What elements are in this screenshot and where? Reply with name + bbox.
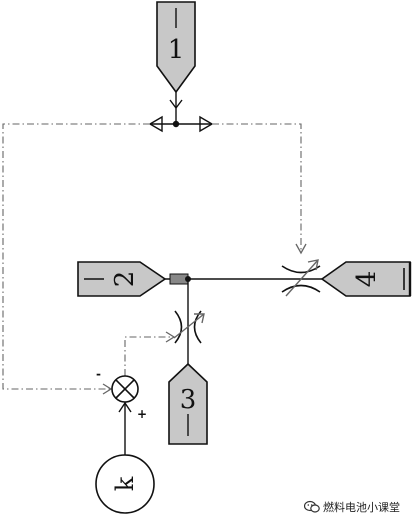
port-2-label: 2 <box>110 271 140 288</box>
summing-point: - + <box>96 367 147 421</box>
controller-k-label: k <box>111 476 139 491</box>
port-1: 1 <box>156 1 196 94</box>
adjustable-valve-4 <box>281 259 321 297</box>
watermark: 燃料电池小课堂 <box>304 496 414 518</box>
controller-output-arrow <box>118 401 132 413</box>
summing-minus-sign: - <box>96 367 101 381</box>
port-1-label: 1 <box>168 35 185 65</box>
controller-k: k <box>95 454 155 514</box>
splitter <box>148 115 214 133</box>
signal-line-to-valve-3 <box>124 336 174 376</box>
port-3-label: 3 <box>180 385 197 415</box>
signal-line-to-valve-4 <box>212 123 302 252</box>
right-check-valve <box>199 115 214 133</box>
signal-arrow-summing-left <box>102 383 113 395</box>
signal-line-to-summing <box>2 123 150 390</box>
signal-arrow-valve-4 <box>295 243 307 255</box>
port-1-flow-arrow <box>169 99 183 110</box>
watermark-text: 燃料电池小课堂 <box>323 501 400 514</box>
signal-arrow-valve-3 <box>165 331 176 343</box>
wechat-icon <box>304 500 320 513</box>
summing-plus-sign: + <box>137 407 147 421</box>
port-4-label: 4 <box>352 271 382 288</box>
port-3: 3 <box>168 362 208 445</box>
left-check-valve <box>148 115 163 133</box>
adjustable-valve-3 <box>173 310 205 344</box>
port-2: 2 <box>77 261 167 297</box>
port-4: 4 <box>320 261 412 297</box>
